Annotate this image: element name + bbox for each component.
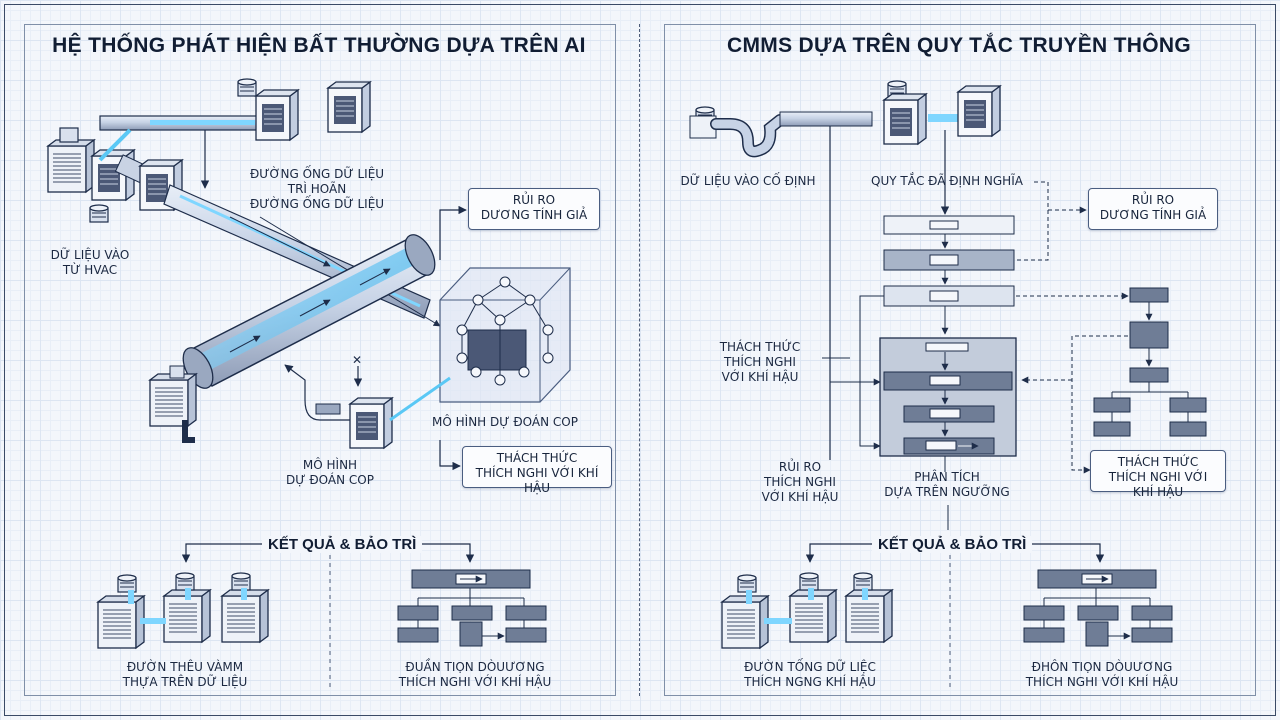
label-hvac-input: DỮ LIỆU VÀO TỪ HVAC (50, 248, 130, 277)
left-panel-title: HỆ THỐNG PHÁT HIỆN BẤT THƯỜNG DỰA TRÊN A… (52, 34, 586, 57)
left-climate-callout: THÁCH THỨC THÍCH NGHI VỚI KHÍ HẬU (462, 446, 612, 495)
left-results-heading: KẾT QUẢ & BẢO TRÌ (262, 536, 423, 553)
left-panel-frame (24, 24, 616, 696)
right-results-heading: KẾT QUẢ & BẢO TRÌ (872, 536, 1033, 553)
label-right-results-data: ĐƯỜN TỐNG DỮ LIỆC THÍCH NGNG KHÍ HẬU (744, 660, 876, 689)
label-cop-model-right: MÔ HÌNH DỰ ĐOÁN COP (432, 415, 578, 429)
left-false-positive-callout: RỦI RO DƯƠNG TÍNH GIẢ (468, 188, 600, 230)
label-defined-rules: QUY TẮC ĐÃ ĐỊNH NGHĨA (871, 174, 1023, 188)
right-panel-title: CMMS DỰA TRÊN QUY TẮC TRUYỀN THÔNG (727, 34, 1191, 57)
right-panel-frame (664, 24, 1256, 696)
right-climate-callout: THÁCH THỨC THÍCH NGHI VỚI KHÍ HẬU (1090, 450, 1226, 499)
neural-network-cube (439, 267, 571, 403)
label-fixed-input: DỮ LIỆU VÀO CỐ ĐỊNH (680, 174, 816, 188)
panel-divider (639, 24, 640, 696)
right-false-positive-callout: RỦI RO DƯƠNG TÍNH GIẢ (1088, 188, 1218, 230)
label-right-results-climate: ĐHÔN TIỌN DÒUƯƠNG THÍCH NGHI VỚI KHÍ HẬU (1025, 660, 1179, 689)
label-left-results-data: ĐƯỜN THÊU VÀMM THỰA TRÊN DỮ LIỆU (122, 660, 248, 689)
svg-text:✕: ✕ (352, 353, 362, 367)
outer-frame (4, 4, 1276, 716)
label-cop-model-bottom: MÔ HÌNH DỰ ĐOÁN COP (286, 458, 374, 487)
label-left-results-climate: ĐUẦN TIỌN DÒUƯƠNG THÍCH NGHI VỚI KHÍ HẬU (398, 660, 552, 689)
label-climate-challenge: THÁCH THỨC THÍCH NGHI VỚI KHÍ HẬU (719, 340, 801, 384)
label-threshold-analysis: PHÂN TÍCH DỰA TRÊN NGƯỠNG (884, 470, 1010, 499)
label-data-pipeline: ĐƯỜNG ỐNG DỮ LIỆU TRÌ HOÃN ĐƯỜNG ỐNG DỮ … (249, 167, 385, 211)
label-climate-risk: RỦI RO THÍCH NGHI VỚI KHÍ HẬU (761, 460, 839, 504)
